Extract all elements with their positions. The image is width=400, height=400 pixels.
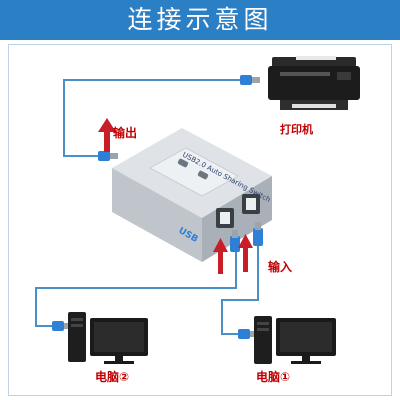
computer-tower-icon <box>68 312 86 362</box>
cables <box>35 79 259 335</box>
cable-pc2 <box>35 252 237 327</box>
input-label: 输入 <box>268 260 293 274</box>
usb-b-port <box>216 208 234 228</box>
printer-label: 打印机 <box>280 123 313 136</box>
title-bar <box>0 0 400 40</box>
printer-icon <box>268 56 360 110</box>
pc1-label: 电脑① <box>256 370 291 384</box>
usb-b-port <box>242 194 260 214</box>
pc2-label: 电脑② <box>95 370 130 384</box>
usb-b-plug-icon <box>253 222 263 246</box>
computer-monitor-icon <box>276 318 336 364</box>
cable-pc1 <box>221 246 259 335</box>
red-arrow-up-icon <box>213 238 228 274</box>
computer-tower-icon <box>254 316 272 364</box>
usb-switch-box: USB2.0 Auto Sharing Switch USB <box>112 128 272 262</box>
output-label: 输出 <box>113 126 138 140</box>
cable-printer <box>63 79 240 157</box>
usb-a-plug-icon <box>240 75 260 85</box>
usb-b-plug-icon <box>230 230 240 252</box>
red-arrow-up-icon <box>98 118 116 152</box>
computer-monitor-icon <box>90 318 148 364</box>
page-title: 连接示意图 <box>127 5 273 34</box>
red-arrow-up-icon <box>238 234 253 272</box>
usb-a-plug-icon <box>98 151 118 161</box>
